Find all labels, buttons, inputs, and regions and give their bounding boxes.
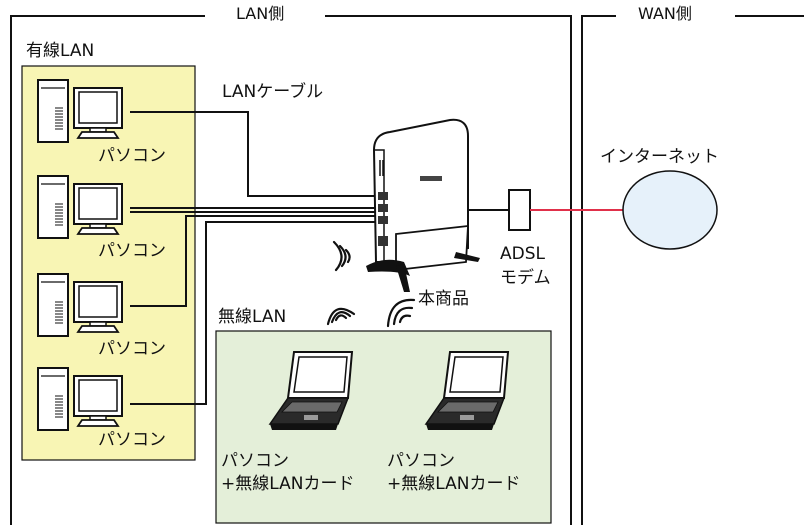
pc-label: パソコン (98, 241, 166, 261)
wan-section-title: WAN側 (626, 4, 704, 24)
modem-label-line1: ADSL (500, 244, 545, 264)
product-label: 本商品 (418, 289, 469, 309)
pc-label: パソコン (98, 430, 166, 450)
modem-label-line2: モデム (500, 268, 551, 288)
router-icon (366, 118, 480, 292)
pc-label: パソコン (98, 339, 166, 359)
laptop-label-line2: +無線LANカード (221, 474, 355, 494)
modem-icon (508, 189, 531, 231)
wifi-waves-icon (332, 240, 351, 272)
wired-lan-title: 有線LAN (26, 41, 95, 61)
internet-label: インターネット (600, 147, 719, 167)
lan-section-title: LAN側 (224, 4, 297, 24)
wifi-waves-icon (326, 307, 356, 326)
wifi-waves-icon (386, 298, 416, 328)
laptop-label-line2: +無線LANカード (387, 474, 521, 494)
wireless-lan-title: 無線LAN (218, 307, 287, 327)
lan-cable-label: LANケーブル (222, 82, 324, 102)
laptop-label-line1: パソコン (387, 451, 455, 471)
internet-cloud-icon (622, 170, 718, 250)
pc-label: パソコン (98, 146, 166, 166)
laptop-label-line1: パソコン (221, 451, 289, 471)
